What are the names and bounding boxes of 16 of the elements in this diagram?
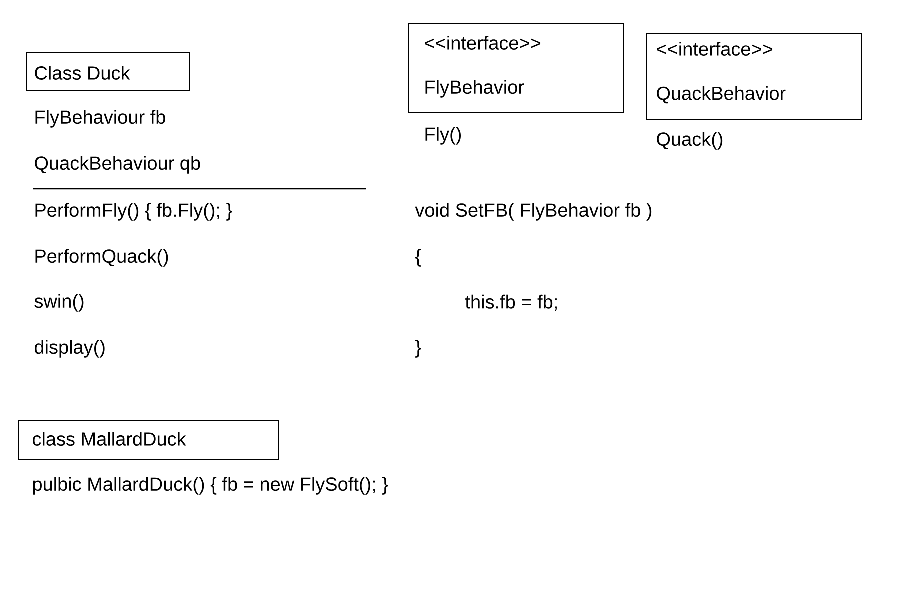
interface-box: <<interface>> FlyBehavior — [408, 23, 624, 114]
code-text: swin() — [34, 294, 84, 312]
code-text: this.fb = fb; — [465, 294, 557, 312]
code-text: } — [416, 340, 422, 358]
code-text: { — [416, 249, 422, 267]
class-box: class MallardDuck — [18, 420, 280, 460]
code-text: QuackBehaviour qb — [35, 156, 200, 174]
code-text: Quack() — [657, 132, 723, 150]
code-text: FlyBehaviour fb — [36, 110, 166, 128]
interface-box: <<interface>> QuackBehavior — [646, 33, 862, 120]
code-text: PerformQuack() — [36, 249, 168, 267]
code-text: pulbic MallardDuck() { fb = new FlySoft(); } — [33, 477, 388, 495]
class-box: Class Duck — [26, 52, 190, 92]
code-text: display() — [35, 340, 105, 358]
code-text: void SetFB( FlyBehavior fb ) — [415, 203, 652, 221]
code-text: PerformFly() { fb.Fly(); } — [36, 203, 232, 221]
